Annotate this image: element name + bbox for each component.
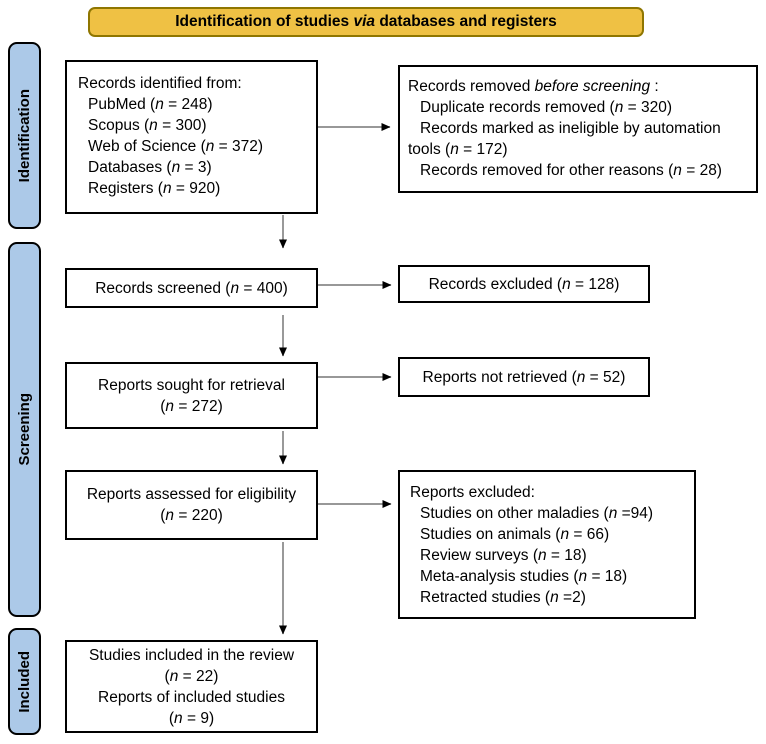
- box-text-line1: Reports assessed for eligibility: [86, 486, 297, 503]
- box-text: Reports not retrieved (n = 52): [422, 368, 626, 386]
- box-reports-excluded: Reports excluded: Studies on other malad…: [398, 470, 696, 619]
- box-reports-assessed: Reports assessed for eligibility (n = 22…: [65, 470, 318, 540]
- flow-list-item: (n = 9): [168, 709, 215, 727]
- box-title: Records removed before screening :: [408, 76, 728, 97]
- flow-list-item: Review surveys (n = 18): [420, 547, 587, 564]
- flow-list-item: Records removed for other reasons (n = 2…: [420, 162, 722, 179]
- flow-list-item: Databases (n = 3): [88, 159, 212, 176]
- box-text-line1: Reports sought for retrieval: [98, 376, 285, 394]
- flow-list-item: Meta-analysis studies (n = 18): [420, 568, 628, 585]
- box-item-list: Duplicate records removed (n = 320) Recor…: [408, 97, 728, 181]
- flow-list-item: Studies on animals (n = 66): [420, 526, 610, 543]
- stage-label-screening: Screening: [8, 242, 41, 617]
- box-title: Reports excluded:: [410, 484, 535, 501]
- box-text-line2: (n = 272): [160, 397, 223, 415]
- box-records-identified: Records identified from: PubMed (n = 248…: [65, 60, 318, 214]
- flow-list-item: Records marked as ineligible by automati…: [408, 120, 721, 158]
- box-records-excluded: Records excluded (n = 128): [398, 265, 650, 303]
- stage-label-identification: Identification: [8, 42, 41, 229]
- flow-list-item: Scopus (n = 300): [88, 117, 207, 134]
- banner-text-post: databases and registers: [375, 13, 557, 30]
- box-text-line2: (n = 220): [160, 507, 223, 524]
- box-line-list: Studies included in the review (n = 22) Re…: [89, 645, 294, 729]
- banner-text-via: via: [353, 13, 376, 30]
- flow-list-item: Web of Science (n = 372): [88, 138, 264, 155]
- box-records-removed: Records removed before screening : Dupli…: [398, 65, 758, 193]
- stage-label-text: Included: [16, 650, 33, 713]
- box-title: Records identified from:: [78, 75, 242, 92]
- box-text: Records screened (n = 400): [95, 279, 288, 297]
- box-records-screened: Records screened (n = 400): [65, 268, 318, 308]
- box-item-list: PubMed (n = 248) Scopus (n = 300) Web of S…: [78, 94, 312, 199]
- flow-list-item: Studies on other maladies (n =94): [420, 505, 654, 522]
- box-title-pre: Records removed: [408, 78, 535, 95]
- stage-label-text: Screening: [16, 393, 33, 466]
- flow-list-item: Reports of included studies: [98, 688, 285, 706]
- flow-list-item: Studies included in the review: [88, 646, 295, 664]
- box-reports-sought: Reports sought for retrieval (n = 272): [65, 362, 318, 429]
- flow-list-item: (n = 22): [164, 667, 219, 685]
- banner-title: Identification of studies via databases …: [88, 7, 644, 37]
- stage-label-included: Included: [8, 628, 41, 735]
- flow-list-item: PubMed (n = 248): [88, 96, 213, 113]
- box-title-em: before screening: [534, 78, 651, 95]
- box-text: Records excluded (n = 128): [428, 275, 620, 293]
- box-title-post: :: [650, 78, 659, 95]
- banner-text-pre: Identification of studies: [175, 13, 354, 30]
- flow-list-item: Retracted studies (n =2): [420, 589, 586, 606]
- box-reports-not-retrieved: Reports not retrieved (n = 52): [398, 357, 650, 397]
- stage-label-text: Identification: [16, 88, 33, 183]
- box-studies-included: Studies included in the review (n = 22) Re…: [65, 640, 318, 733]
- box-item-list: Studies on other maladies (n =94) Studies…: [410, 503, 690, 608]
- flow-list-item: Registers (n = 920): [88, 180, 221, 197]
- flow-list-item: Duplicate records removed (n = 320): [420, 99, 673, 116]
